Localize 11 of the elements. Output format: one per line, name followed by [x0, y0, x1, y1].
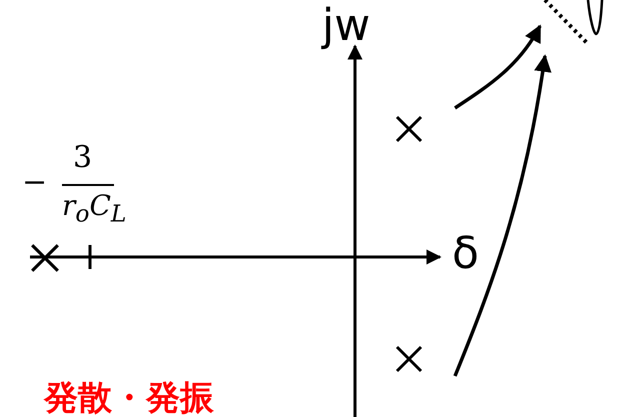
arrow: [453, 54, 552, 377]
annotation-text: 発散・発振: [44, 381, 214, 415]
numerator: 3: [73, 143, 92, 173]
axis-label: jw: [322, 4, 370, 48]
pole-mark: [29, 242, 61, 274]
pole-mark: [394, 114, 424, 144]
pole-mark: [394, 344, 424, 374]
denominator: r$_{o}$C$_{L}$: [62, 192, 126, 226]
axis-label: δ: [452, 232, 479, 276]
minus-sign: −: [22, 168, 48, 198]
arrow: [454, 24, 542, 110]
